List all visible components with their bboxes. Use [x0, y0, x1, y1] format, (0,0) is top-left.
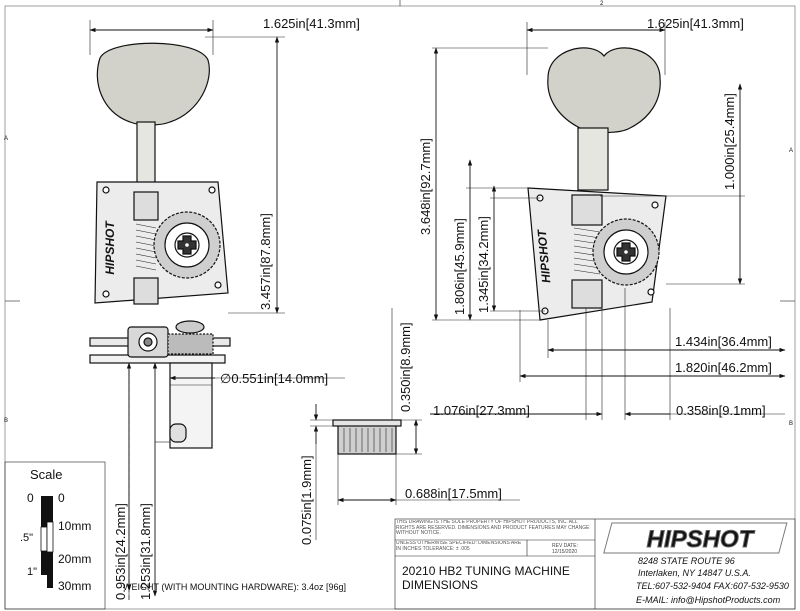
- address-line-2: Interlaken, NY 14847 U.S.A.: [638, 568, 751, 578]
- rev-date-value: 12/15/2020: [552, 549, 577, 555]
- zone-mark-a-left: A: [4, 136, 8, 142]
- right-bushing-offset-label: 1.076in[27.3mm]: [433, 403, 530, 418]
- left-height-label: 3.457in[87.8mm]: [258, 213, 273, 310]
- right-plate-logo: HIPSHOT: [535, 228, 554, 284]
- right-hole-span-dimension: 1.345in[34.2mm]: [476, 185, 545, 313]
- right-bushing-offset-dimension: 1.076in[27.3mm] 0.358in[9.1mm]: [430, 288, 785, 420]
- scale-inch-half: .5": [20, 532, 33, 544]
- phone-fax: TEL:607-532-9404 FAX:607-532-9530: [636, 581, 789, 591]
- right-button-height-label: 1.000in[25.4mm]: [722, 93, 737, 190]
- weight-note: WEIGHT (WITH MOUNTING HARDWARE): 3.4oz […: [123, 582, 346, 592]
- post-long-dimension: 1.253in[31.8mm]: [138, 362, 170, 600]
- zone-mark-top: 2: [600, 1, 604, 7]
- post-diameter-dimension: ∅0.551in[14.0mm]: [169, 371, 345, 386]
- left-width-dimension: 1.625in[41.3mm]: [89, 16, 360, 55]
- rev-date-label: REV DATE:: [552, 543, 578, 549]
- left-plate-logo: HIPSHOT: [103, 220, 117, 275]
- bushing-height-dimension: 0.350in[8.9mm]: [391, 308, 422, 455]
- drawing-title-line-2: DIMENSIONS: [402, 578, 478, 592]
- svg-text:HIPSHOT: HIPSHOT: [647, 526, 756, 553]
- scale-mm-zero: 0: [58, 491, 65, 505]
- scale-mm-bar-light: [46, 521, 54, 553]
- scale-mm-10: 10mm: [58, 519, 91, 533]
- ownership-notice: THIS DRAWING IS THE SOLE PROPERTY OF HIP…: [396, 520, 590, 536]
- right-plate-width-label: 1.820in[46.2mm]: [675, 360, 772, 375]
- right-edge-offset-label: 0.358in[9.1mm]: [676, 403, 766, 418]
- left-width-label: 1.625in[41.3mm]: [263, 16, 360, 31]
- post-diameter-label: ∅0.551in[14.0mm]: [220, 371, 328, 386]
- tolerance-note: UNLESS OTHERWISE SPECIFIED: DIMENSIONS A…: [396, 541, 522, 552]
- right-post-height-dimension: 1.806in[45.9mm]: [452, 159, 528, 321]
- scale-title: Scale: [30, 467, 63, 482]
- post-short-label: 0.953in[24.2mm]: [113, 503, 128, 600]
- scale-box: Scale 0 0 .5" 1" 10mm 20mm 30mm: [4, 461, 106, 610]
- scale-mm-bar-dark-2: [47, 552, 53, 588]
- bushing-view: [332, 419, 402, 455]
- zone-mark-b-right: B: [789, 421, 793, 427]
- right-width-label: 1.625in[41.3mm]: [647, 16, 744, 31]
- right-post-offset-dimension: 1.434in[36.4mm]: [547, 320, 786, 358]
- right-width-dimension: 1.625in[41.3mm]: [526, 16, 744, 75]
- left-height-dimension: 3.457in[87.8mm]: [205, 36, 285, 314]
- scale-inch-bar-dark-1: [41, 496, 47, 527]
- right-plate-width-dimension: 1.820in[46.2mm]: [519, 310, 786, 382]
- drawing-title-line-1: 20210 HB2 TUNING MACHINE: [402, 564, 570, 578]
- right-post-offset-label: 1.434in[36.4mm]: [675, 334, 772, 349]
- scale-inch-bar-light: [40, 526, 48, 552]
- scale-inch-bar-dark-2: [41, 551, 47, 575]
- bushing-flange-label: 0.075in[1.9mm]: [299, 455, 314, 545]
- post-short-dimension: 0.953in[24.2mm]: [113, 362, 132, 600]
- scale-mm-20: 20mm: [58, 552, 91, 566]
- bushing-flange-dimension: 0.075in[1.9mm]: [299, 404, 333, 545]
- email-line: E-MAIL: info@HipshotProducts.com: [636, 595, 781, 605]
- post-long-label: 1.253in[31.8mm]: [138, 503, 153, 600]
- zone-mark-b-left: B: [4, 418, 8, 424]
- right-button-height-dimension: 1.000in[25.4mm]: [600, 83, 745, 285]
- right-post-height-label: 1.806in[45.9mm]: [452, 218, 467, 315]
- bushing-diameter-dimension: 0.688in[17.5mm]: [337, 454, 520, 505]
- address-line-1: 8248 STATE ROUTE 96: [638, 556, 735, 566]
- right-total-height-dimension: 3.648in[92.7mm]: [418, 47, 548, 321]
- scale-inch-one: 1": [27, 566, 37, 578]
- scale-inch-zero: 0: [27, 491, 34, 505]
- hipshot-logo: HIPSHOT: [603, 522, 788, 554]
- scale-mm-bar-dark-1: [47, 496, 53, 522]
- title-block: THIS DRAWING IS THE SOLE PROPERTY OF HIP…: [394, 518, 796, 610]
- zone-mark-a-right: A: [789, 148, 793, 154]
- right-tuner-view: HIPSHOT: [527, 47, 667, 321]
- bushing-diameter-label: 0.688in[17.5mm]: [405, 486, 502, 501]
- right-hole-span-label: 1.345in[34.2mm]: [476, 216, 491, 313]
- bushing-height-label: 0.350in[8.9mm]: [398, 322, 413, 412]
- left-side-view: [89, 320, 231, 600]
- right-total-height-label: 3.648in[92.7mm]: [418, 138, 433, 235]
- left-tuner-view: HIPSHOT: [94, 42, 229, 305]
- scale-mm-30: 30mm: [58, 579, 91, 593]
